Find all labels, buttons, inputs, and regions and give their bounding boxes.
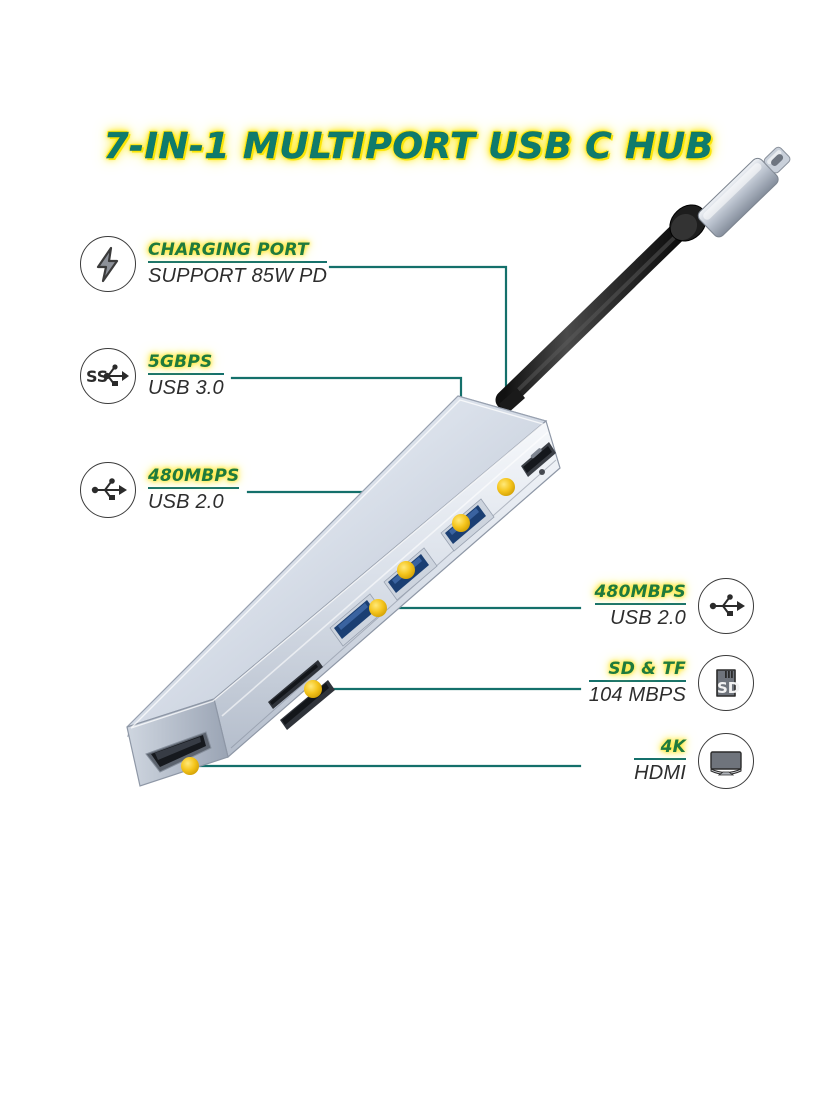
- sd-tf-card-slot: [268, 660, 335, 730]
- page-title: 7-IN-1 MULTIPORT USB C HUB: [103, 126, 714, 167]
- spec-headline: SD & TF: [608, 659, 686, 679]
- spec-underline: [148, 373, 224, 375]
- spec-detail: USB 2.0: [148, 491, 224, 513]
- spec-underline: [634, 758, 686, 760]
- spec-detail: SUPPORT 85W PD: [148, 265, 328, 287]
- spec-headline: 480MBPS: [148, 466, 240, 486]
- lightning-bolt-icon: [80, 236, 136, 292]
- port-marker-usb-3-0: [452, 514, 470, 532]
- spec-underline: [148, 261, 328, 263]
- leader-line-usb-3-0: [230, 376, 463, 525]
- port-marker-sd-tf: [304, 680, 322, 698]
- spec-detail: USB 3.0: [148, 377, 224, 399]
- usb-3-0-port: [440, 498, 495, 552]
- svg-text:SD: SD: [717, 679, 740, 697]
- port-markers: [181, 478, 515, 775]
- leader-line-usb-2-0-upper: [246, 490, 408, 572]
- port-marker-usb-2-0-upper: [397, 561, 415, 579]
- usb-icon: [698, 578, 754, 634]
- led-indicator: [539, 469, 545, 475]
- spec-underline: [148, 487, 240, 489]
- usb-icon: [80, 462, 136, 518]
- spec-underline: [588, 680, 686, 682]
- usb-2-0-port-lower: [329, 593, 384, 647]
- spec-headline: 480MBPS: [594, 582, 686, 602]
- port-marker-charging: [497, 478, 515, 496]
- spec-detail: USB 2.0: [610, 607, 686, 629]
- hdmi-port: [145, 731, 212, 773]
- port-marker-usb-2-0-lower: [369, 599, 387, 617]
- spec-headline: CHARGING PORT: [148, 240, 309, 260]
- leader-lines: [188, 265, 582, 768]
- svg-text:SS: SS: [86, 367, 108, 386]
- spec-headline: 5GBPS: [148, 352, 213, 372]
- spec-underline: [594, 603, 686, 605]
- spec-detail: HDMI: [634, 762, 686, 784]
- port-marker-hdmi: [181, 757, 199, 775]
- spec-headline: 4K: [660, 737, 686, 757]
- usb-c-cable: [495, 204, 707, 414]
- monitor-icon: [698, 733, 754, 789]
- usb-superspeed-icon: SS: [80, 348, 136, 404]
- usb-2-0-port-upper: [383, 547, 438, 601]
- usb-c-hub-device: [126, 395, 561, 787]
- leader-line-charging-port: [328, 265, 508, 489]
- sd-card-icon: SD: [698, 655, 754, 711]
- spec-detail: 104 MBPS: [588, 684, 686, 706]
- charging-port-usb-c: [521, 442, 556, 477]
